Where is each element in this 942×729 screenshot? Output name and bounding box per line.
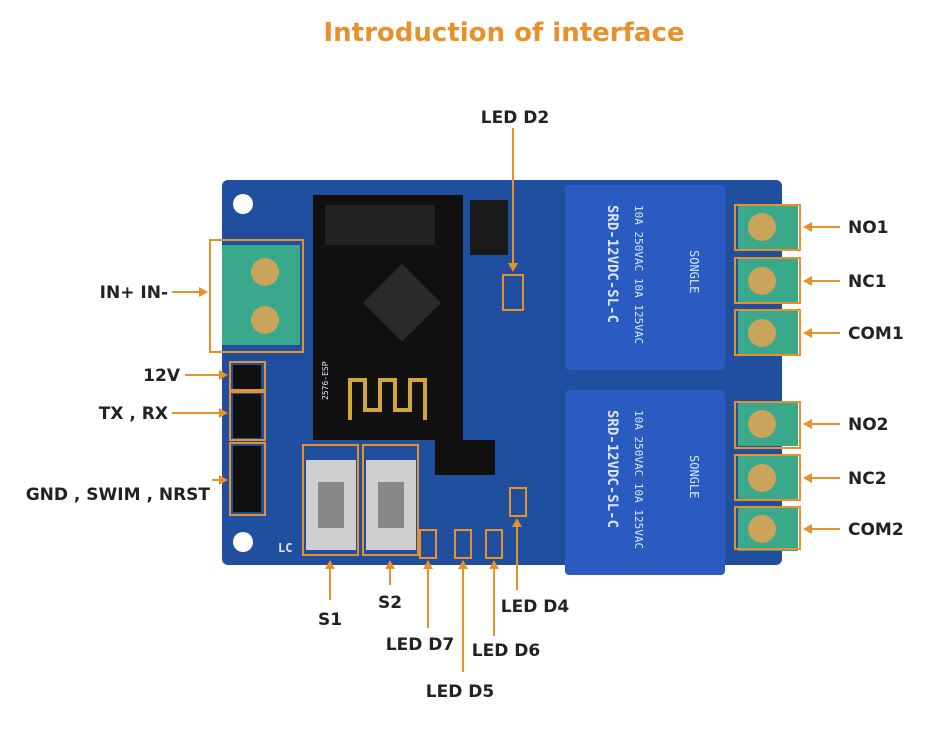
annotation-boxes	[209, 204, 801, 559]
label-com2: COM2	[848, 520, 904, 540]
relay-1: SRD-12VDC-SL-C 10A 250VAC 10A 125VAC SON…	[565, 185, 725, 370]
relay-1-brand: SONGLE	[687, 250, 701, 293]
relay-1-ratings: 10A 250VAC 10A 125VAC	[632, 205, 645, 344]
relay-2: SRD-12VDC-SL-C 10A 250VAC 10A 125VAC SON…	[565, 390, 725, 575]
leader-lines	[172, 128, 840, 672]
diagram-title: Introduction of interface	[323, 18, 684, 48]
screw-icon	[748, 319, 776, 347]
label-nc1: NC1	[848, 272, 887, 292]
label-s1: S1	[318, 610, 342, 630]
screw-icon	[748, 267, 776, 295]
label-com1: COM1	[848, 324, 904, 344]
board-logo: LC	[278, 541, 292, 555]
label-gnd-swim-nrst: GND , SWIM , NRST	[26, 485, 211, 505]
jumper-header	[470, 200, 508, 255]
label-in-power: IN+ IN-	[100, 283, 168, 303]
button-s1	[306, 460, 356, 550]
arrowheads	[199, 222, 812, 569]
label-12v: 12V	[143, 366, 181, 386]
module-marking: 2576-ESP	[321, 361, 330, 400]
label-s2: S2	[378, 593, 402, 613]
mcu-chip	[435, 440, 495, 475]
screw-icon	[748, 515, 776, 543]
label-led-d5: LED D5	[426, 682, 494, 702]
label-tx-rx: TX , RX	[99, 404, 168, 424]
label-led-d2: LED D2	[481, 108, 549, 128]
pin-headers	[233, 365, 261, 512]
label-nc2: NC2	[848, 469, 887, 489]
label-no1: NO1	[848, 218, 889, 238]
screw-icon	[748, 410, 776, 438]
button-s2	[366, 460, 416, 550]
relay-2-brand: SONGLE	[687, 455, 701, 498]
label-no2: NO2	[848, 415, 889, 435]
relay-2-marking: SRD-12VDC-SL-C	[604, 410, 620, 528]
relay-terminals	[738, 205, 798, 551]
power-terminal	[222, 245, 300, 345]
relay-1-marking: SRD-12VDC-SL-C	[604, 205, 620, 323]
label-led-d7: LED D7	[386, 635, 454, 655]
esp-module: 2576-ESP	[313, 195, 463, 440]
screw-icon	[748, 464, 776, 492]
label-led-d4: LED D4	[501, 597, 570, 617]
screw-icon	[748, 213, 776, 241]
relay-2-ratings: 10A 250VAC 10A 125VAC	[632, 410, 645, 549]
label-led-d6: LED D6	[472, 641, 540, 661]
